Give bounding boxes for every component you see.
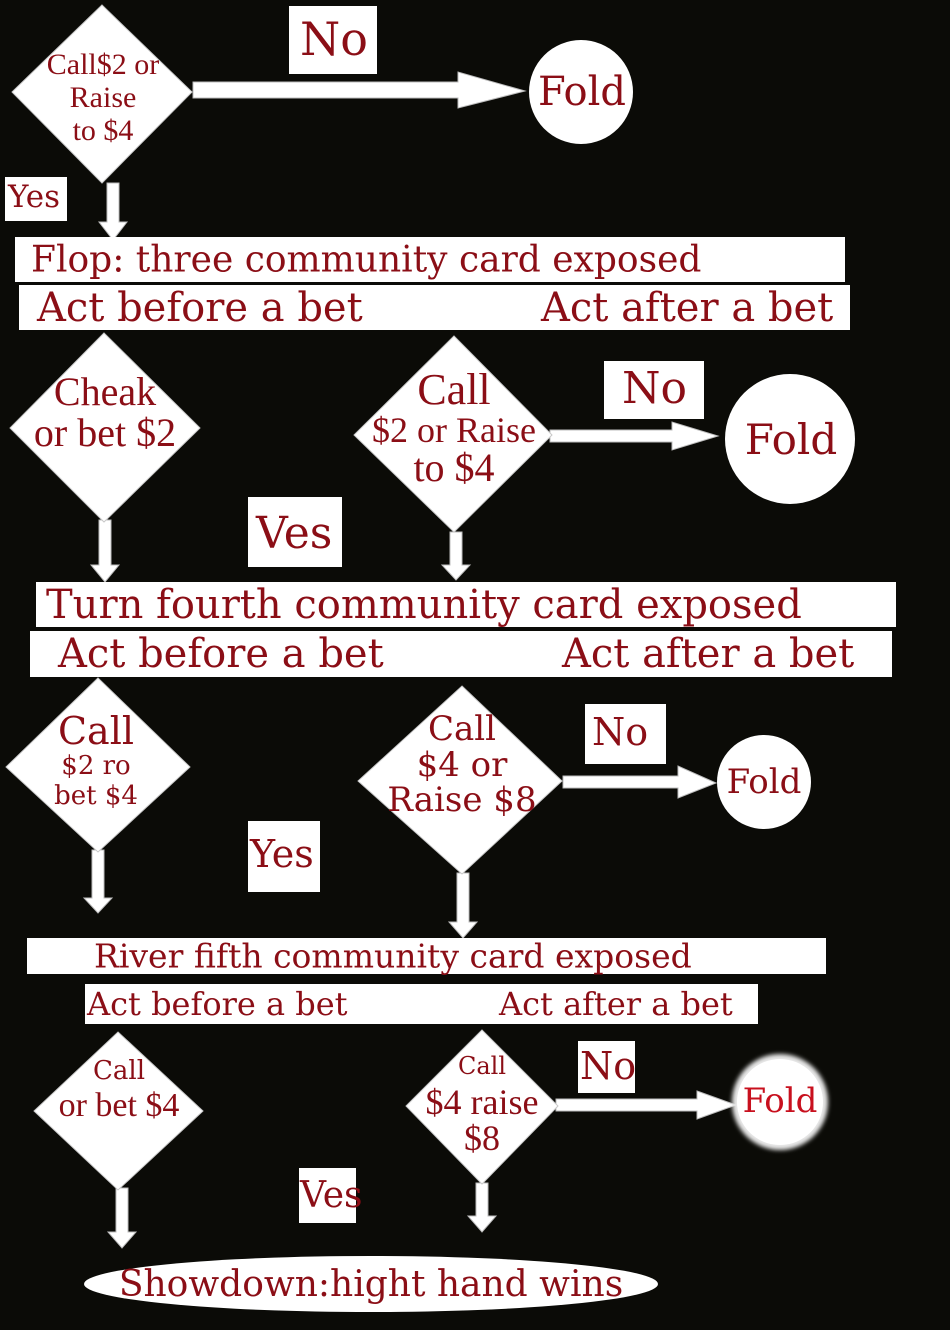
arrow-river-no: [555, 1090, 738, 1120]
diamond-preflop: [11, 4, 193, 184]
label-no-river: No: [578, 1041, 636, 1093]
acts-river-bar: Act before a bet Act after a bet: [85, 984, 758, 1024]
act-flop-before: Act before a bet: [37, 284, 363, 331]
diamond-turn-before: [5, 677, 191, 853]
decision-river-after-line-1: Call: [457, 1052, 507, 1080]
label-yes-river: Ves: [299, 1168, 362, 1223]
act-river-after: Act after a bet: [499, 985, 733, 1023]
arrow-turn-after-down: [447, 872, 479, 939]
diamond-river-before: [33, 1031, 204, 1191]
label-no-flop: No: [604, 361, 704, 419]
decision-preflop-line-3: to $4: [72, 114, 134, 147]
decision-diamonds: [5, 4, 563, 1191]
circle-fold-preflop: [529, 40, 633, 144]
decision-flop-before-text: Cheak or bet $2: [10, 369, 200, 455]
decision-river-after-text: Call $4 raise $8: [400, 1054, 564, 1156]
diamond-flop-after: [353, 335, 553, 533]
diamond-turn-after: [357, 685, 563, 875]
label-yes-preflop: Yes: [5, 177, 67, 221]
acts-flop-bar: Act before a bet Act after a bet: [19, 284, 850, 331]
decision-flop-after-line-2: $2 or Raise: [372, 410, 536, 450]
fold-turn-label: Fold: [726, 762, 802, 802]
label-yes-flop: Ves: [248, 497, 342, 567]
decision-turn-before-line-2: $2 ro: [61, 750, 131, 781]
stage-river-bar: River fifth community card exposed: [27, 936, 826, 976]
label-no-turn: No: [585, 704, 666, 764]
arrow-preflop-no: [192, 71, 527, 109]
circle-fold-river: [737, 1059, 823, 1145]
stage-turn-label: Turn fourth community card exposed: [46, 581, 802, 628]
decision-flop-after-text: Call $2 or Raise to $4: [354, 368, 554, 488]
decision-river-after-line-2: $4 raise: [425, 1082, 539, 1122]
diamond-river-after: [405, 1029, 559, 1185]
act-flop-after: Act after a bet: [541, 284, 834, 331]
decision-turn-after-line-1: Call: [427, 709, 497, 749]
decision-flop-after-line-3: to $4: [413, 445, 495, 490]
decision-turn-after-line-3: Raise $8: [387, 780, 537, 821]
decision-preflop-line-1: Call$2 or: [46, 48, 160, 81]
decision-flop-before-line-2: or bet $2: [33, 409, 177, 455]
decision-turn-after-line-2: $4 or: [416, 744, 508, 785]
act-turn-before: Act before a bet: [58, 631, 384, 677]
circle-fold-flop: [725, 374, 855, 504]
arrows: [82, 71, 738, 1249]
arrow-flop-after-down: [440, 531, 472, 581]
circle-fold-turn: [717, 735, 811, 829]
label-yes-turn: Yes: [248, 821, 320, 892]
decision-flop-before-line-1: Cheak: [53, 369, 157, 414]
label-no-preflop: No: [289, 6, 377, 74]
arrow-flop-no: [549, 421, 720, 451]
stage-flop-bar: Flop: three community card exposed: [15, 237, 845, 282]
stage-river-label: River fifth community card exposed: [94, 936, 692, 976]
act-turn-after: Act after a bet: [562, 631, 855, 677]
decision-turn-before-line-1: Call: [57, 709, 135, 753]
stage-turn-bar: Turn fourth community card exposed: [36, 581, 896, 628]
fold-circles: [529, 40, 855, 1150]
arrow-turn-before-down: [82, 849, 114, 914]
diamond-flop-before: [9, 332, 201, 523]
decision-river-after-line-3: $8: [464, 1118, 500, 1158]
fold-river-label: Fold: [742, 1081, 818, 1121]
decision-turn-before-text: Call $2 ro bet $4: [16, 712, 176, 810]
arrow-river-after-down: [466, 1182, 498, 1233]
showdown-ellipse: [84, 1256, 658, 1312]
arrow-river-before-down: [106, 1187, 138, 1249]
arrow-preflop-yes: [97, 182, 129, 241]
arrow-turn-no: [562, 765, 718, 799]
fold-preflop-label: Fold: [537, 69, 627, 115]
arrow-flop-before-down: [89, 519, 121, 583]
decision-preflop-line-2: Raise: [69, 81, 137, 114]
decision-river-before-line-1: Call: [92, 1056, 146, 1086]
decision-turn-after-text: Call $4 or Raise $8: [364, 709, 560, 821]
stage-flop-label: Flop: three community card exposed: [31, 239, 702, 280]
decision-flop-after-line-1: Call: [417, 365, 491, 414]
act-river-before: Act before a bet: [87, 985, 348, 1023]
decision-river-before-text: Call or bet $4: [34, 1058, 204, 1123]
decision-preflop-text: Call$2 or Raise to $4: [42, 48, 164, 147]
acts-turn-bar: Act before a bet Act after a bet: [30, 631, 892, 677]
decision-river-before-line-2: or bet $4: [58, 1086, 180, 1124]
decision-turn-before-line-3: bet $4: [54, 781, 138, 812]
fold-flop-label: Fold: [744, 414, 838, 464]
showdown-label: Showdown:hight hand wins: [118, 1263, 624, 1305]
